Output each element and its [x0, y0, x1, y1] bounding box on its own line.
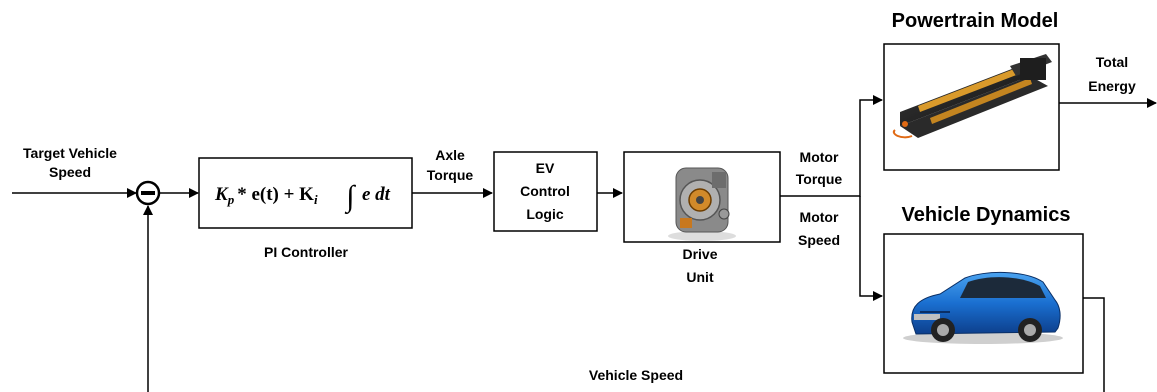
ev-logic-label: EV: [536, 160, 555, 176]
summing-junction: [135, 180, 161, 206]
ev-control-logic-block: [493, 151, 598, 232]
motor-speed-label: Motor: [800, 209, 839, 225]
total-energy-label-2: Energy: [1088, 78, 1136, 94]
drive-unit-label: Drive: [682, 246, 717, 262]
to-powertrain-arrow: [780, 95, 883, 197]
drive-unit-image: [668, 167, 736, 241]
battery-pack-image: [892, 54, 1052, 139]
feedback-line: [1083, 297, 1105, 392]
motor-speed-label-2: Speed: [798, 232, 840, 248]
vehicle-dynamics-title: Vehicle Dynamics: [902, 204, 1071, 226]
powertrain-title: Powertrain Model: [892, 10, 1059, 32]
car-image: [903, 271, 1063, 344]
axle-torque-label: Axle: [435, 147, 465, 163]
vehicle-speed-label: Vehicle Speed: [589, 367, 683, 383]
pi-controller-label: PI Controller: [264, 244, 349, 260]
motor-torque-label: Motor: [800, 149, 839, 165]
svg-text:∫: ∫: [344, 180, 356, 215]
drive-unit-label-2: Unit: [686, 269, 714, 285]
input-label: Target Vehicle: [23, 145, 117, 161]
to-vehicle-dynamics-arrow: [859, 196, 883, 301]
pi-equation: Kp* e(t) + Ki ∫ e dt: [214, 180, 391, 215]
input-label-2: Speed: [49, 164, 91, 180]
ev-logic-label-2: Control: [520, 183, 570, 199]
motor-torque-label-2: Torque: [796, 171, 843, 187]
total-energy-label: Total: [1096, 54, 1128, 70]
svg-text:e dt: e dt: [362, 184, 391, 205]
pi-controller-block: [198, 157, 413, 229]
ev-logic-label-3: Logic: [526, 206, 564, 222]
axle-torque-label-2: Torque: [427, 167, 474, 183]
svg-text:Kp* e(t) + Ki: Kp* e(t) + Ki: [214, 184, 318, 207]
